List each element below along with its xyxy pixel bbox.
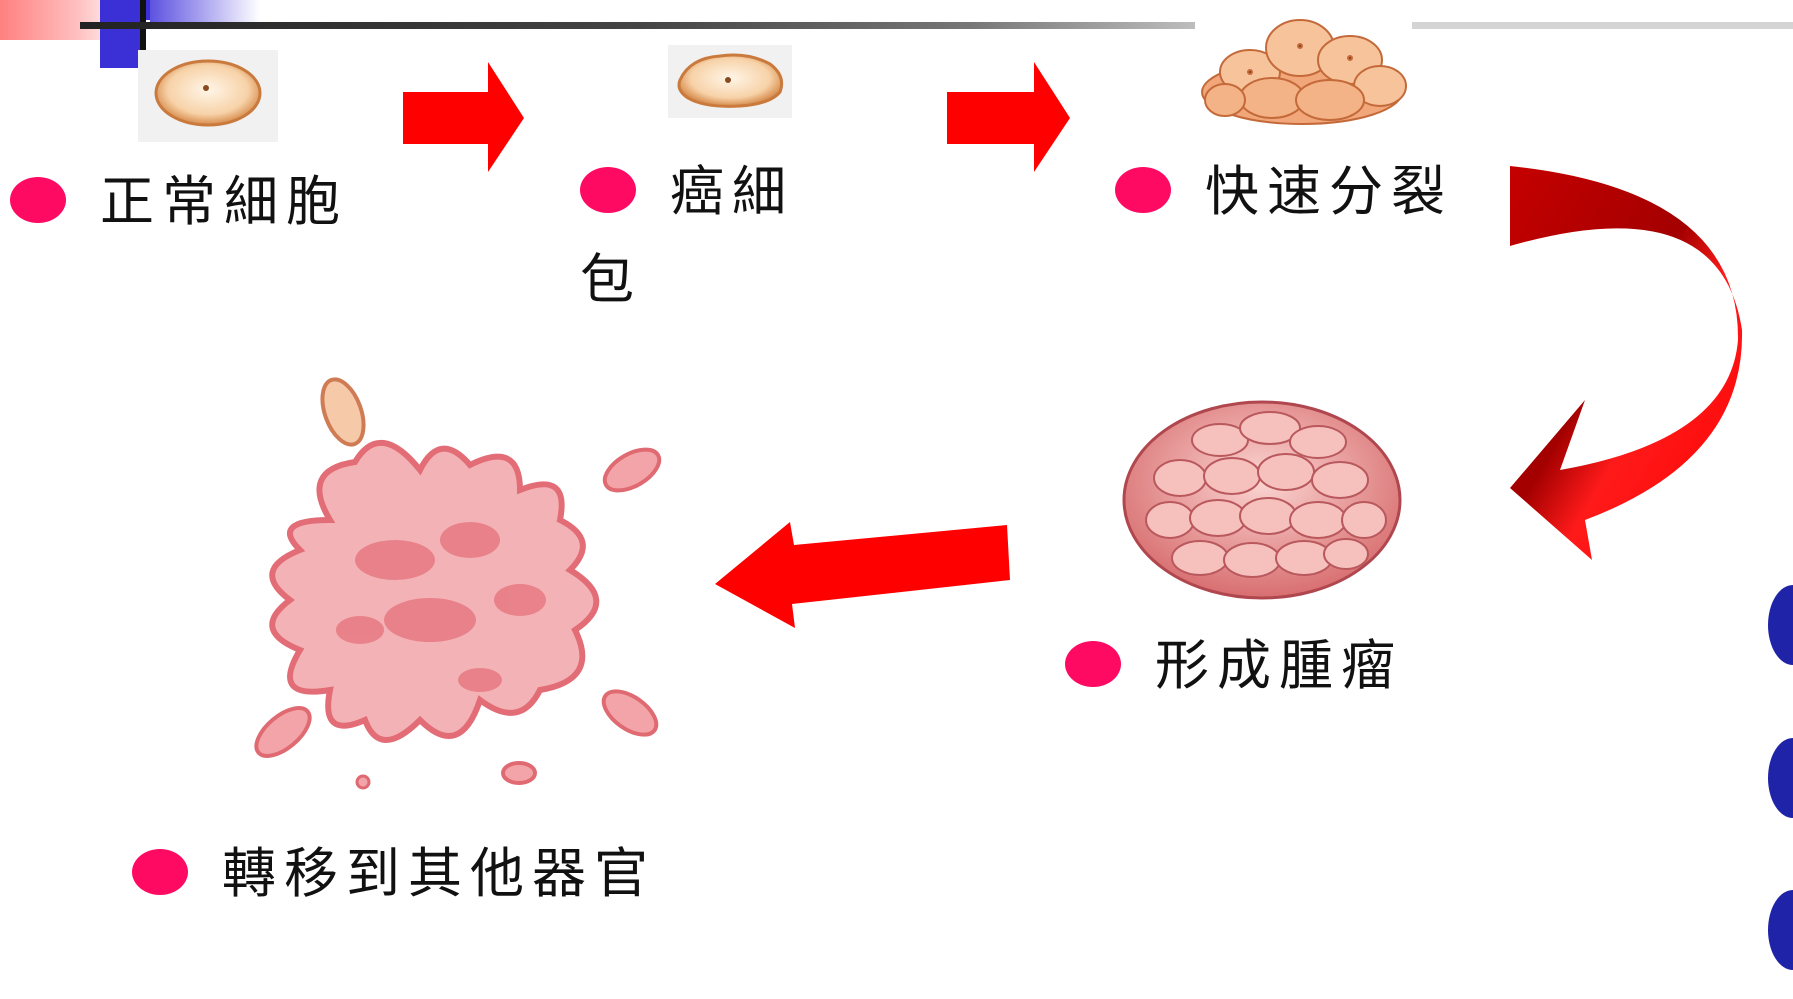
stage-label-metastasis: 轉移到其他器官 xyxy=(132,830,692,918)
arrow-right-icon xyxy=(403,62,524,172)
bullet-icon xyxy=(1115,167,1171,213)
bullet-icon xyxy=(1065,641,1121,687)
stage-label-normal-cell: 正常細胞 xyxy=(10,158,450,246)
arrow-left-icon xyxy=(715,522,1010,628)
bullet-icon xyxy=(580,167,636,213)
stage-label-cancer-cell: 癌細包 xyxy=(580,148,850,324)
metastasis-icon xyxy=(248,374,666,788)
stage-label-rapid-division: 快速分裂 xyxy=(1115,148,1460,236)
normal-cell-icon xyxy=(138,50,278,142)
dividing-cells-icon xyxy=(1202,20,1406,124)
cancer-cell-icon xyxy=(668,45,792,118)
bullet-icon xyxy=(132,849,188,895)
arrow-curved-down-icon xyxy=(1510,166,1742,560)
bullet-icon xyxy=(10,177,66,223)
stage-label-tumor: 形成腫瘤 xyxy=(1065,622,1410,710)
tumor-icon xyxy=(1124,402,1400,598)
arrow-right-icon xyxy=(947,62,1070,172)
